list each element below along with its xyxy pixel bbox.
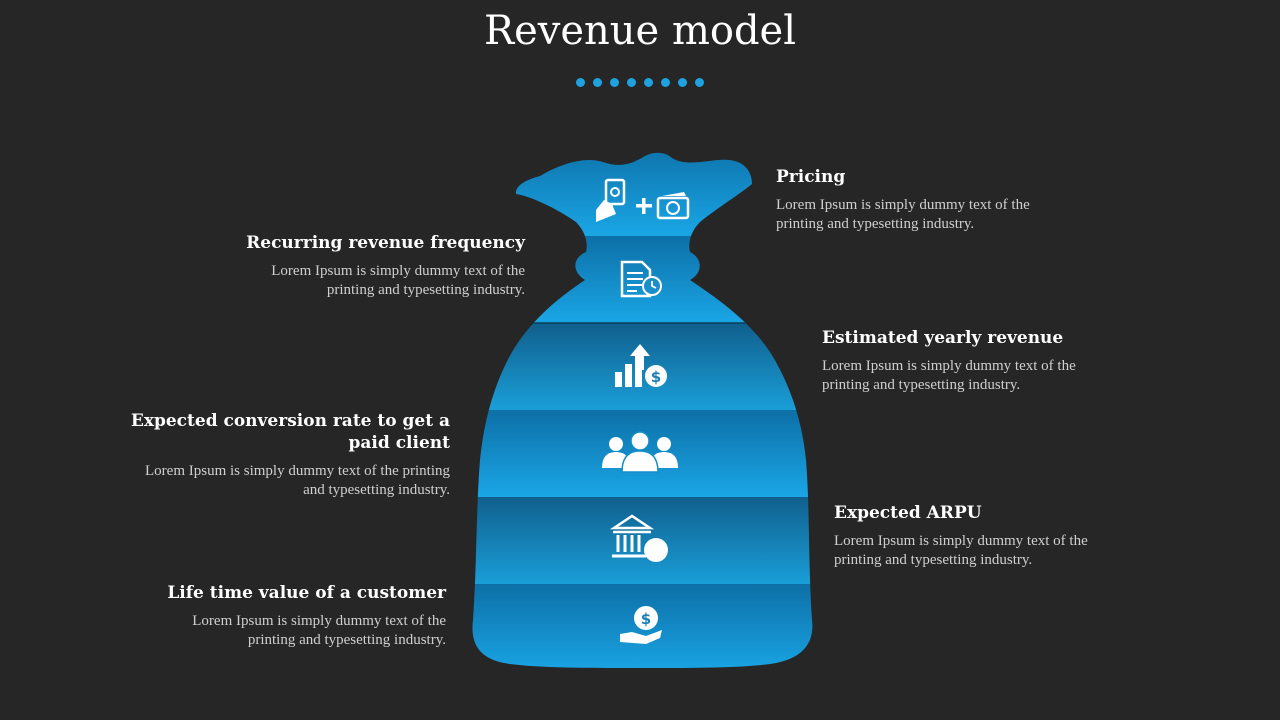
dot xyxy=(678,78,687,87)
dot xyxy=(627,78,636,87)
dot xyxy=(644,78,653,87)
item-body: Lorem Ipsum is simply dummy text of the … xyxy=(776,197,1030,232)
item-heading: Pricing xyxy=(776,167,846,187)
item-body: Lorem Ipsum is simply dummy text of the … xyxy=(834,533,1088,568)
item-body: Lorem Ipsum is simply dummy text of the … xyxy=(145,463,450,498)
item-heading: Recurring revenue frequency xyxy=(246,233,525,253)
item-pricing: Pricing Lorem Ipsum is simply dummy text… xyxy=(776,166,1076,234)
item-lifetime-value: Life time value of a customer Lorem Ipsu… xyxy=(146,582,446,650)
money-cash-plus-icon xyxy=(596,178,690,222)
item-recurring-revenue-frequency: Recurring revenue frequency Lorem Ipsum … xyxy=(225,232,525,300)
dot xyxy=(610,78,619,87)
item-estimated-yearly-revenue: Estimated yearly revenue Lorem Ipsum is … xyxy=(822,327,1122,395)
bank-coin-icon xyxy=(609,514,668,562)
item-expected-conversion-rate: Expected conversion rate to get a paid c… xyxy=(130,410,450,500)
item-expected-arpu: Expected ARPU Lorem Ipsum is simply dumm… xyxy=(834,502,1134,570)
item-heading: Estimated yearly revenue xyxy=(822,328,1064,348)
document-clock-icon xyxy=(620,260,662,298)
item-heading: Life time value of a customer xyxy=(167,583,446,603)
svg-text:$: $ xyxy=(651,368,661,386)
page-title: Revenue model xyxy=(483,8,797,54)
hand-dollar-icon: $ xyxy=(620,606,662,644)
dot xyxy=(576,78,585,87)
item-heading: Expected conversion rate to get a paid c… xyxy=(130,411,450,453)
dot xyxy=(593,78,602,87)
item-body: Lorem Ipsum is simply dummy text of the … xyxy=(192,613,446,648)
people-group-icon xyxy=(602,431,678,473)
svg-text:$: $ xyxy=(641,610,651,628)
dot xyxy=(661,78,670,87)
item-body: Lorem Ipsum is simply dummy text of the … xyxy=(271,263,525,298)
dot xyxy=(695,78,704,87)
growth-chart-dollar-icon: $ xyxy=(615,344,667,387)
item-body: Lorem Ipsum is simply dummy text of the … xyxy=(822,358,1076,393)
item-heading: Expected ARPU xyxy=(834,503,982,523)
title-dots-decoration xyxy=(576,78,704,88)
